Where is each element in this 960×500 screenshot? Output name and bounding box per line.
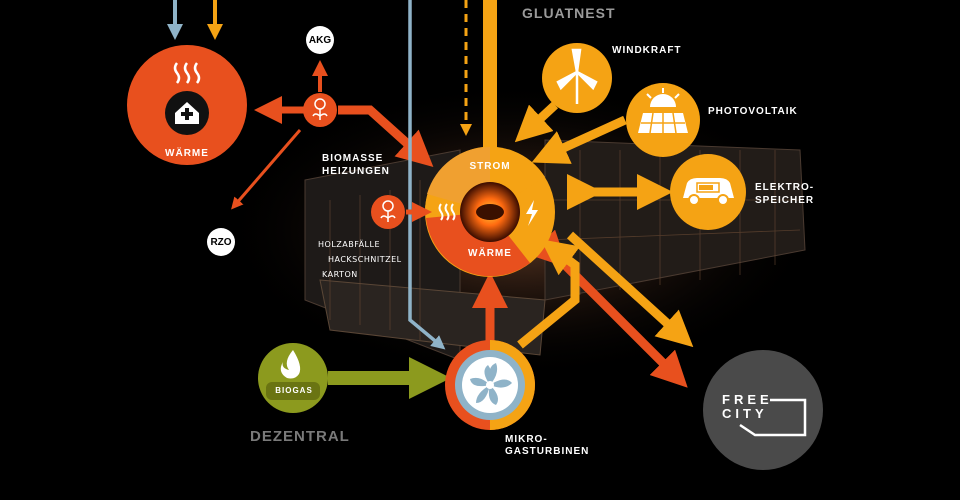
- hub-top-label: STROM: [469, 161, 511, 172]
- hub-node: [424, 146, 555, 277]
- arrow-windkraft: [514, 101, 559, 143]
- page-subtitle: DEZENTRAL: [250, 428, 350, 445]
- solar-panel-icon: [638, 88, 688, 134]
- house-plus-icon: [175, 102, 199, 124]
- arrow-to-rzo: [231, 129, 302, 210]
- photovoltaik-label: PHOTOVOLTAIK: [708, 106, 798, 117]
- biomasse-label-2: HEIZUNGEN: [322, 166, 390, 177]
- rzo-badge: RZO: [207, 228, 235, 256]
- fuel-label-1: HOLZABFÄLLE: [318, 240, 381, 249]
- turbine-label-1: MIKRO-: [505, 434, 548, 445]
- arrow-blue-to-turbine: [408, 0, 446, 350]
- fan-icon: [470, 363, 512, 405]
- turbine-label-2: GASTURBINEN: [505, 446, 590, 457]
- arrow-to-hub: [338, 105, 434, 168]
- biomasse-label-1: BIOMASSE: [322, 153, 384, 164]
- akg-badge: AKG: [306, 26, 334, 54]
- lightning-icon: [526, 200, 538, 226]
- arrow-photovoltaik: [531, 115, 627, 164]
- windkraft-label: WINDKRAFT: [612, 45, 682, 56]
- speicher-label-2: SPEICHER: [755, 195, 815, 206]
- page-title: GLUATNEST: [522, 5, 616, 21]
- heat-waves-icon: [438, 203, 456, 221]
- waerme-label: WÄRME: [165, 148, 209, 159]
- freecity-node: [703, 350, 823, 470]
- flame-icon: [280, 350, 301, 379]
- freecity-label-1: FREE: [722, 392, 773, 407]
- flower-icon: [312, 98, 328, 120]
- hub-bottom-label: WÄRME: [468, 248, 512, 259]
- arrow-turbine-strom: [517, 239, 581, 349]
- freecity-label-2: CITY: [722, 406, 768, 421]
- biogas-label: BIOGAS: [275, 386, 313, 395]
- fuel-label-3: KARTON: [322, 270, 358, 279]
- fuel-label-2: HACKSCHNITZEL: [328, 255, 402, 264]
- heat-waves-icon: [173, 62, 201, 84]
- car-battery-icon: [683, 178, 734, 206]
- wind-turbine-icon: [556, 48, 598, 104]
- speicher-label-1: ELEKTRO-: [755, 182, 815, 193]
- flower-icon: [380, 200, 396, 222]
